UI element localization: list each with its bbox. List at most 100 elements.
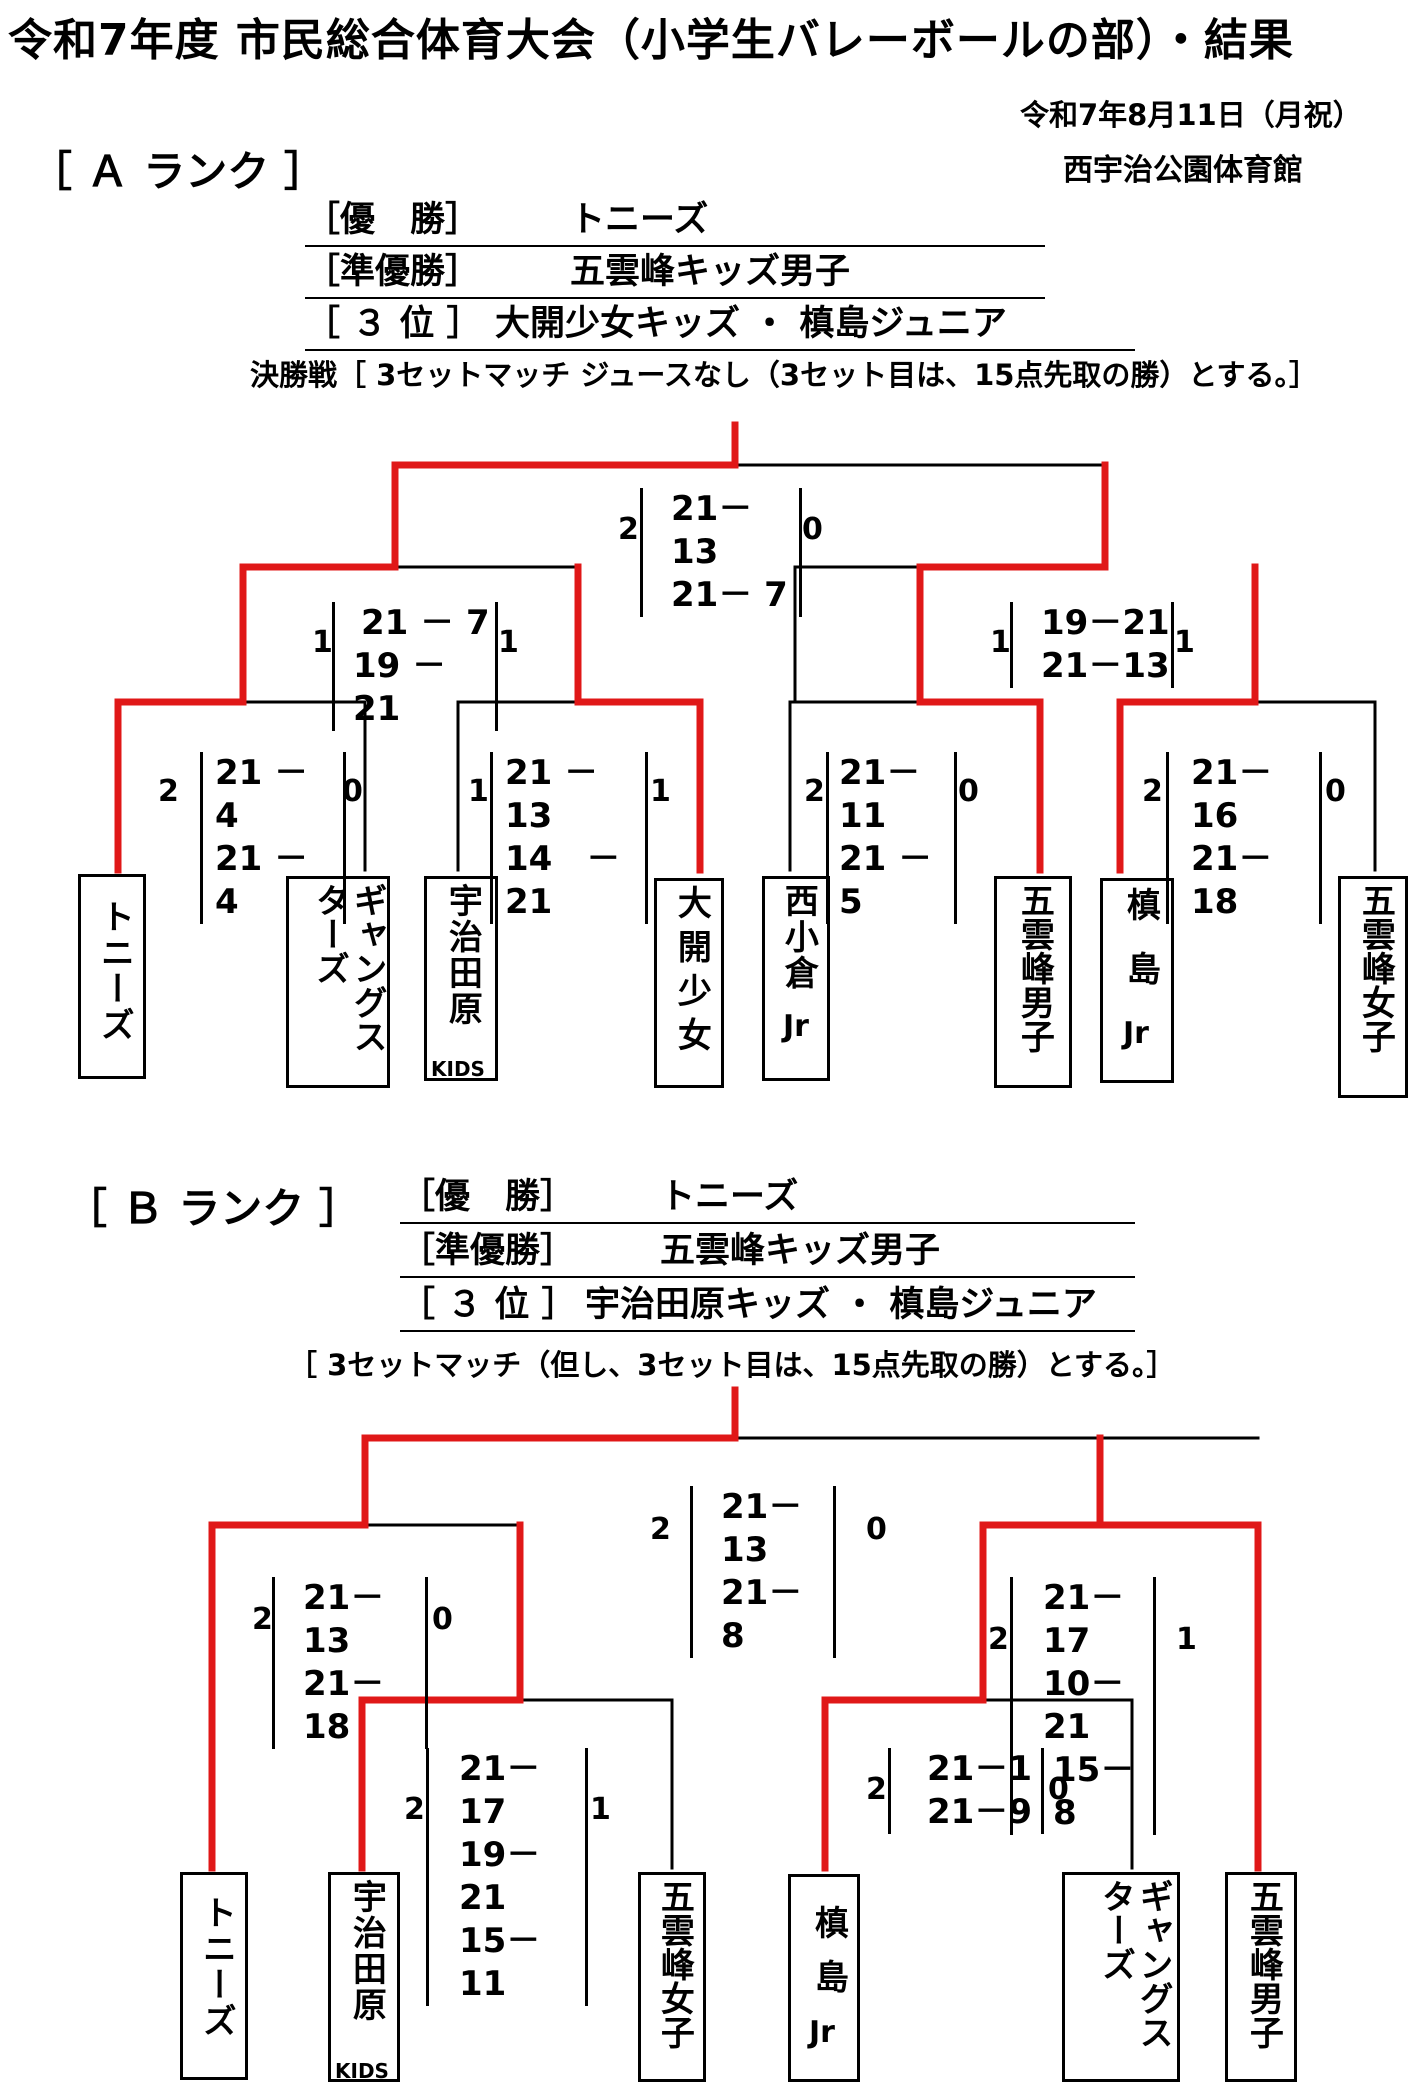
rank-b-result-3: ［ ３ 位 ］ 宇治田原キッズ ・ 槙島ジュニア — [400, 1280, 1135, 1332]
team-box: 宇治田原 KIDS — [424, 876, 498, 1081]
winner-sets: 2 — [988, 1622, 1009, 1657]
result-label: ［準優勝］ — [400, 1231, 576, 1271]
rank-a-rule: 決勝戦［ 3セットマッチ ジュースなし（3セット目は、15点先取の勝）とする。］ — [250, 358, 1319, 392]
rank-a-heading: ［ Ａ ランク ］ — [30, 147, 326, 196]
team-box: 五雲峰女子 — [638, 1872, 706, 2082]
result-team: 宇治田原キッズ ・ 槙島ジュニア — [585, 1285, 1097, 1325]
result-label: ［ ３ 位 ］ — [400, 1285, 577, 1325]
team-name: 槙島 — [1120, 887, 1161, 1015]
rank-a-result-1: ［優 勝］ トニーズ — [305, 195, 1045, 247]
match-score: 21－17 19－21 15－11 — [426, 1748, 588, 2006]
team-name: 五雲峰女子 — [654, 1879, 695, 2049]
winner-sets: 2 — [866, 1772, 887, 1807]
result-label: ［優 勝］ — [305, 200, 481, 240]
loser-sets: 1 — [650, 774, 671, 809]
set-score: 21－13 — [671, 489, 753, 572]
set-score: 21－ 8 — [721, 1573, 803, 1656]
set-score: 19－21 — [459, 1835, 541, 1918]
winner-sets: 2 — [158, 774, 179, 809]
set-score: 21－17 — [1043, 1578, 1125, 1661]
set-score: 19－21 — [1041, 603, 1170, 643]
team-box: 大開少女 — [654, 878, 724, 1088]
winner-sets: 2 — [252, 1602, 273, 1637]
team-box: 西小倉 Jr — [762, 876, 830, 1081]
loser-sets: 1 — [1176, 1622, 1197, 1657]
set-score: 21 － 4 — [215, 753, 343, 836]
rank-b-win-lines — [208, 1386, 1262, 1872]
set-score: 21－13 — [721, 1487, 803, 1570]
match-score: 21 － 4 21 － 4 — [200, 752, 346, 924]
team-name: 西小倉 — [778, 883, 819, 991]
winner-sets: 1 — [312, 625, 333, 660]
result-label: ［優 勝］ — [400, 1177, 576, 1217]
event-date: 令和7年8月11日（月祝） — [1020, 98, 1362, 132]
winner-sets: 1 — [990, 625, 1011, 660]
team-name: 五雲峰男子 — [1014, 883, 1055, 1053]
team-box: ギャングスターズ — [1062, 1872, 1180, 2082]
set-score: 10－21 — [1043, 1664, 1125, 1747]
loser-sets: 0 — [432, 1602, 453, 1637]
set-score: 21－17 — [459, 1749, 541, 1832]
team-name: 五雲峰男子 — [1243, 1879, 1284, 2049]
set-score: 21－1 — [927, 1749, 1032, 1789]
team-name: 宇治田原 — [346, 1879, 387, 2023]
set-score: 15－11 — [459, 1921, 541, 2004]
team-box: 五雲峰女子 — [1338, 876, 1408, 1098]
team-box: 五雲峰男子 — [1225, 1872, 1297, 2082]
event-venue: 西宇治公園体育館 — [1063, 153, 1303, 188]
set-score: 21－9 — [927, 1792, 1032, 1832]
result-team: 五雲峰キッズ男子 — [570, 252, 851, 292]
loser-sets: 0 — [342, 774, 363, 809]
match-score: 21 － 7 19 － 21 — [332, 602, 498, 731]
loser-sets: 1 — [590, 1792, 611, 1827]
winner-sets: 2 — [804, 774, 825, 809]
team-name: ギャングスターズ — [309, 883, 387, 1053]
team-name: ギャングスターズ — [1095, 1879, 1173, 2049]
rank-b-rule: ［ 3セットマッチ（但し、3セット目は、15点先取の勝）とする。］ — [288, 1348, 1176, 1382]
rank-a-result-2: ［準優勝］ 五雲峰キッズ男子 — [305, 247, 1045, 299]
set-score: 21 － 13 — [505, 753, 599, 836]
team-tag: KIDS — [431, 1057, 485, 1081]
set-score: 21 － 5 — [839, 839, 933, 922]
set-score: 21－ 7 — [671, 575, 788, 615]
winner-sets: 1 — [468, 774, 489, 809]
team-box: 五雲峰男子 — [994, 876, 1072, 1088]
team-tag: KIDS — [335, 2059, 389, 2083]
rank-b-result-2: ［準優勝］ 五雲峰キッズ男子 — [400, 1226, 1135, 1278]
set-score: 21－11 — [839, 753, 921, 836]
team-box: トニーズ — [180, 1872, 248, 2080]
set-score: 14 － 21 — [505, 839, 621, 922]
set-score: 21－13 — [1041, 646, 1170, 686]
winner-sets: 2 — [404, 1792, 425, 1827]
set-score: 21 － 4 — [215, 839, 343, 922]
team-jr: Jr — [783, 1009, 809, 1044]
team-jr: Jr — [1123, 1016, 1149, 1051]
match-score: 21－17 10－21 15－8 — [1010, 1577, 1156, 1835]
rank-a-result-3: ［ ３ 位 ］ 大開少女キッズ ・ 槙島ジュニア — [305, 299, 1135, 351]
match-score: 19－21 21－13 — [1010, 602, 1174, 688]
loser-sets: 0 — [1325, 774, 1346, 809]
set-score: 21－18 — [303, 1664, 385, 1747]
match-score: 21－13 21－ 8 — [690, 1486, 836, 1658]
set-score: 21－13 — [303, 1578, 385, 1661]
loser-sets: 1 — [1174, 625, 1195, 660]
team-name: 五雲峰女子 — [1355, 883, 1396, 1053]
rank-b-result-1: ［優 勝］ トニーズ — [400, 1172, 1135, 1224]
result-team: トニーズ — [570, 200, 709, 240]
result-label: ［準優勝］ — [305, 252, 481, 292]
result-team: 五雲峰キッズ男子 — [660, 1231, 941, 1271]
team-name: 槙島 — [808, 1905, 849, 2013]
winner-sets: 2 — [618, 512, 639, 547]
page-title: 令和7年度 市民総合体育大会（小学生バレーボールの部）・結果 — [8, 15, 1294, 66]
team-name: トニーズ — [94, 899, 135, 1043]
team-jr: Jr — [809, 2015, 835, 2050]
set-score: 15－8 — [1053, 1750, 1135, 1833]
loser-sets: 0 — [802, 512, 823, 547]
team-name: 大開少女 — [671, 885, 712, 1061]
loser-sets: 1 — [498, 625, 519, 660]
match-score: 21－13 21－ 7 — [640, 488, 802, 617]
set-score: 19 － 21 — [353, 646, 447, 729]
winner-sets: 2 — [1142, 774, 1163, 809]
loser-sets: 0 — [958, 774, 979, 809]
